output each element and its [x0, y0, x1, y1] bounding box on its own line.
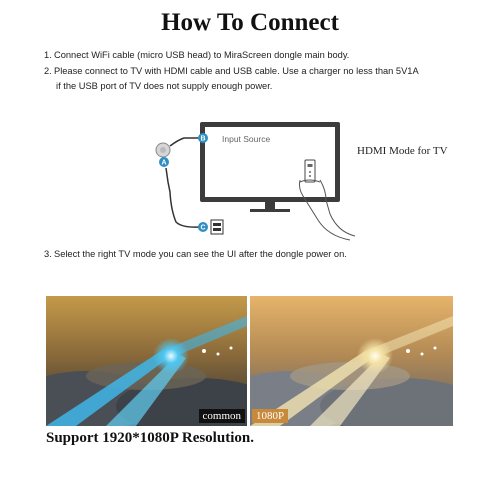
hdmi-mode-label: HDMI Mode for TV [357, 145, 448, 157]
usb-port-icon [210, 219, 224, 235]
hd-1080p-image: 1080P [250, 296, 453, 426]
step-3-number: 3. [44, 249, 52, 259]
marker-c-label: C [200, 225, 205, 232]
common-scene [46, 296, 247, 426]
step-1-number: 1. [44, 50, 52, 60]
marker-a [159, 157, 169, 167]
step-2: 2.Please connect to TV with HDMI cable a… [44, 63, 419, 79]
common-label: common [198, 409, 245, 423]
support-resolution-text: Support 1920*1080P Resolution. [46, 430, 254, 446]
step-1: 1.Connect WiFi cable (micro USB head) to… [44, 47, 349, 63]
page-title: How To Connect [161, 9, 339, 36]
step-3-text: Select the right TV mode you can see the… [54, 249, 347, 259]
marker-c [198, 222, 208, 232]
step-2-text: Please connect to TV with HDMI cable and… [54, 66, 419, 76]
marker-a-label: A [161, 160, 166, 167]
input-source-text: Input Source [222, 134, 270, 144]
step-1-text: Connect WiFi cable (micro USB head) to M… [54, 50, 350, 60]
marker-b-label: B [200, 136, 205, 143]
hand-remote-icon [298, 159, 356, 241]
step-2-number: 2. [44, 66, 52, 76]
common-resolution-image: common [46, 296, 247, 426]
hd-scene [250, 296, 453, 426]
step-3: 3.Select the right TV mode you can see t… [44, 246, 347, 262]
connection-diagram: Input Source B A C [155, 122, 356, 241]
1080p-label: 1080P [252, 409, 289, 423]
dongle-icon [155, 142, 171, 158]
step-2-continuation: if the USB port of TV does not supply en… [56, 81, 273, 91]
marker-b [198, 133, 208, 143]
